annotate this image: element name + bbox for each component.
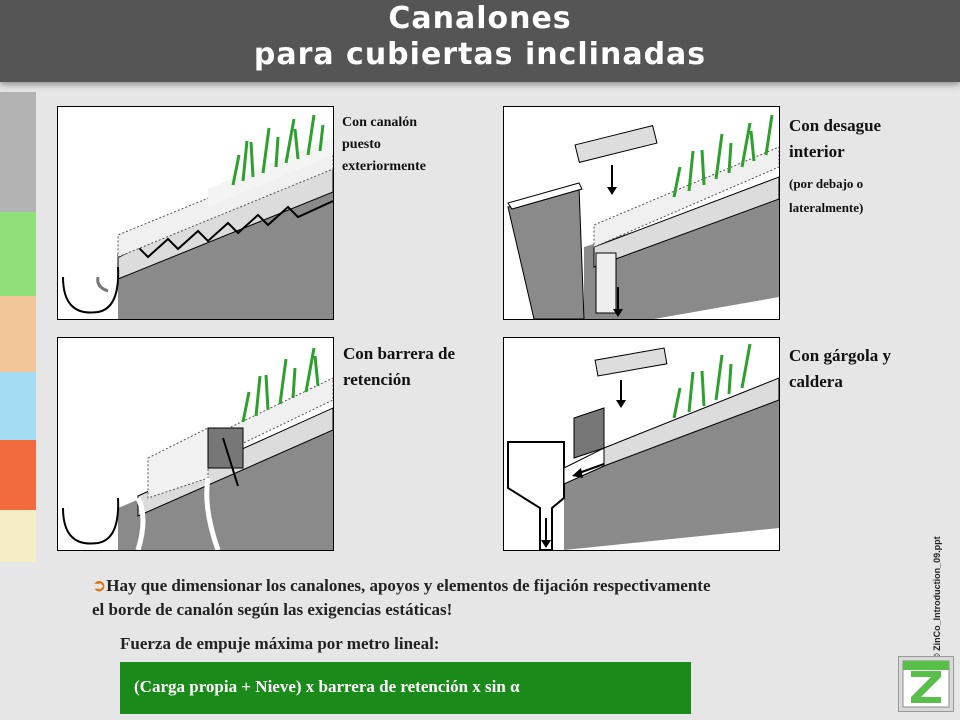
roof-section-drawing <box>507 114 779 319</box>
page-title: Canalones <box>388 1 572 36</box>
zinco-logo <box>898 656 954 712</box>
stripe-gray <box>0 92 36 212</box>
requirement-note: ➲Hay que dimensionar los canalones, apoy… <box>92 576 711 619</box>
roof-section-drawing <box>62 347 333 550</box>
stripe-blue <box>0 372 36 440</box>
zinco-logo-mark <box>902 660 950 708</box>
stripe-cream <box>0 510 36 562</box>
roof-section-drawing <box>507 343 779 550</box>
copyright-label: © ZinCo_Introduction_09.ppt <box>932 536 942 660</box>
formula-box: (Carga propia + Nieve) x barrera de rete… <box>120 662 691 714</box>
force-label: Fuerza de empuje máxima por metro lineal… <box>120 634 440 653</box>
caption-external-gutter: Con canalón puesto exteriormente <box>342 115 426 174</box>
header-bar <box>0 0 960 82</box>
note-interior-drain: (por debajo o lateralmente) <box>789 176 864 215</box>
diagram-external-gutter <box>57 106 334 320</box>
caption-interior-drain: Con desague interior <box>789 116 882 161</box>
diagram-interior-drain <box>503 106 780 320</box>
stripe-green <box>0 212 36 296</box>
arrow-right-icon: ➲ <box>92 576 107 596</box>
caption-gargoyle-tank: Con gárgola y caldera <box>789 346 891 391</box>
caption-retention-barrier: Con barrera de retención <box>343 344 456 389</box>
stripe-peach <box>0 296 36 372</box>
stripe-orange <box>0 440 36 510</box>
diagram-gargoyle-tank <box>503 337 780 551</box>
diagram-retention-barrier <box>57 337 334 551</box>
formula-text: (Carga propia + Nieve) x barrera de rete… <box>134 677 520 696</box>
roof-section-drawing <box>62 114 333 319</box>
page-subtitle: para cubiertas inclinadas <box>253 37 707 72</box>
